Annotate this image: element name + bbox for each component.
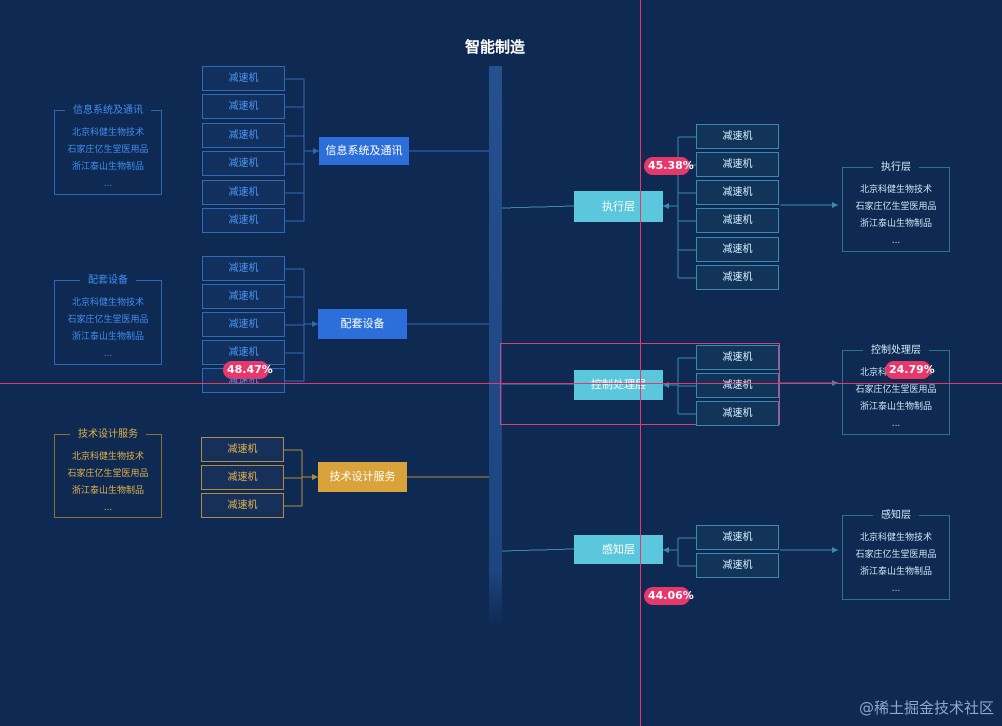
hub-node-sense[interactable]: 感知层 [574, 535, 663, 564]
target-item: 浙江泰山生物制品 [859, 219, 932, 229]
arrow-head [312, 474, 318, 480]
sub-node[interactable]: 减速机 [202, 123, 285, 148]
source-item: 浙江泰山生物制品 [71, 162, 144, 172]
sub-node[interactable]: 减速机 [696, 345, 779, 370]
target-item: 北京科健生物技术 [859, 533, 932, 543]
horizontal-guide-line [0, 383, 1002, 384]
sub-node[interactable]: 减速机 [696, 401, 779, 426]
target-item: 石家庄亿生堂医用品 [855, 385, 937, 395]
sub-node[interactable]: 减速机 [202, 208, 285, 233]
target-caption: 执行层 [873, 160, 919, 176]
connector-line [501, 548, 575, 552]
hub-node-info[interactable]: 信息系统及通讯 [319, 137, 409, 165]
source-item: 浙江泰山生物制品 [71, 486, 144, 496]
sub-node[interactable]: 减速机 [202, 180, 285, 205]
sub-node[interactable]: 减速机 [202, 284, 285, 309]
percent-badge: 44.06% [644, 587, 694, 605]
source-caption: 信息系统及通讯 [65, 103, 151, 119]
source-caption: 配套设备 [80, 273, 136, 289]
sub-node[interactable]: 减速机 [202, 66, 285, 91]
sub-node[interactable]: 减速机 [696, 208, 779, 233]
target-item: 浙江泰山生物制品 [859, 402, 932, 412]
arrow-head [312, 321, 318, 327]
arrow-head [832, 202, 838, 208]
target-item: 北京科健生物技术 [859, 185, 932, 195]
diagram-title: 智能制造 [464, 38, 525, 56]
arrow-head [663, 203, 669, 209]
sub-node[interactable]: 减速机 [201, 493, 284, 518]
sub-node[interactable]: 减速机 [696, 265, 779, 290]
source-item: 石家庄亿生堂医用品 [67, 469, 149, 479]
source-item: 石家庄亿生堂医用品 [67, 315, 149, 325]
source-item: ... [103, 503, 113, 513]
source-item: 浙江泰山生物制品 [71, 332, 144, 342]
arrow-head [663, 547, 669, 553]
watermark: @稀土掘金技术社区 [858, 699, 994, 717]
source-box-info: 信息系统及通讯 北京科健生物技术 石家庄亿生堂医用品 浙江泰山生物制品 ... [54, 103, 162, 195]
sub-node[interactable]: 减速机 [201, 437, 284, 462]
sub-node[interactable]: 减速机 [696, 237, 779, 262]
source-item: ... [103, 349, 113, 359]
target-caption: 控制处理层 [863, 343, 929, 359]
source-item: 北京科健生物技术 [71, 298, 144, 308]
hub-node-tech[interactable]: 技术设计服务 [318, 462, 407, 492]
sub-node[interactable]: 减速机 [202, 151, 285, 176]
central-bus [489, 66, 502, 626]
hub-node-exec[interactable]: 执行层 [574, 191, 663, 222]
sub-node[interactable]: 减速机 [202, 368, 285, 393]
source-caption: 技术设计服务 [70, 427, 146, 443]
target-item: ... [891, 584, 901, 594]
target-item: 石家庄亿生堂医用品 [855, 202, 937, 212]
hub-node-ctrl[interactable]: 控制处理层 [574, 370, 663, 400]
sub-node[interactable]: 减速机 [696, 553, 779, 578]
sub-node[interactable]: 减速机 [202, 312, 285, 337]
source-box-equip: 配套设备 北京科健生物技术 石家庄亿生堂医用品 浙江泰山生物制品 ... [54, 273, 162, 365]
sub-node[interactable]: 减速机 [696, 152, 779, 177]
sub-node[interactable]: 减速机 [202, 94, 285, 119]
target-box-exec: 执行层 北京科健生物技术 石家庄亿生堂医用品 浙江泰山生物制品 ... [842, 160, 950, 252]
percent-badge: 48.47% [223, 361, 273, 379]
sub-node[interactable]: 减速机 [696, 124, 779, 149]
sub-node[interactable]: 减速机 [696, 373, 779, 398]
sub-node[interactable]: 减速机 [696, 525, 779, 550]
source-item: ... [103, 179, 113, 189]
percent-badge: 45.38% [644, 157, 694, 175]
hub-node-equip[interactable]: 配套设备 [318, 309, 407, 339]
source-item: 北京科健生物技术 [71, 452, 144, 462]
source-item: 石家庄亿生堂医用品 [67, 145, 149, 155]
arrow-head [832, 547, 838, 553]
vertical-guide-line [640, 0, 641, 726]
sub-node[interactable]: 减速机 [202, 256, 285, 281]
connector-line [501, 205, 575, 209]
source-item: 北京科健生物技术 [71, 128, 144, 138]
target-item: 石家庄亿生堂医用品 [855, 550, 937, 560]
target-item: ... [891, 236, 901, 246]
target-box-sense: 感知层 北京科健生物技术 石家庄亿生堂医用品 浙江泰山生物制品 ... [842, 508, 950, 600]
target-caption: 感知层 [873, 508, 919, 524]
source-box-tech: 技术设计服务 北京科健生物技术 石家庄亿生堂医用品 浙江泰山生物制品 ... [54, 427, 162, 518]
target-item: ... [891, 419, 901, 429]
sub-node[interactable]: 减速机 [201, 465, 284, 490]
arrow-head [313, 148, 319, 154]
target-item: 浙江泰山生物制品 [859, 567, 932, 577]
sub-node[interactable]: 减速机 [696, 180, 779, 205]
percent-badge: 24.79% [885, 361, 935, 379]
